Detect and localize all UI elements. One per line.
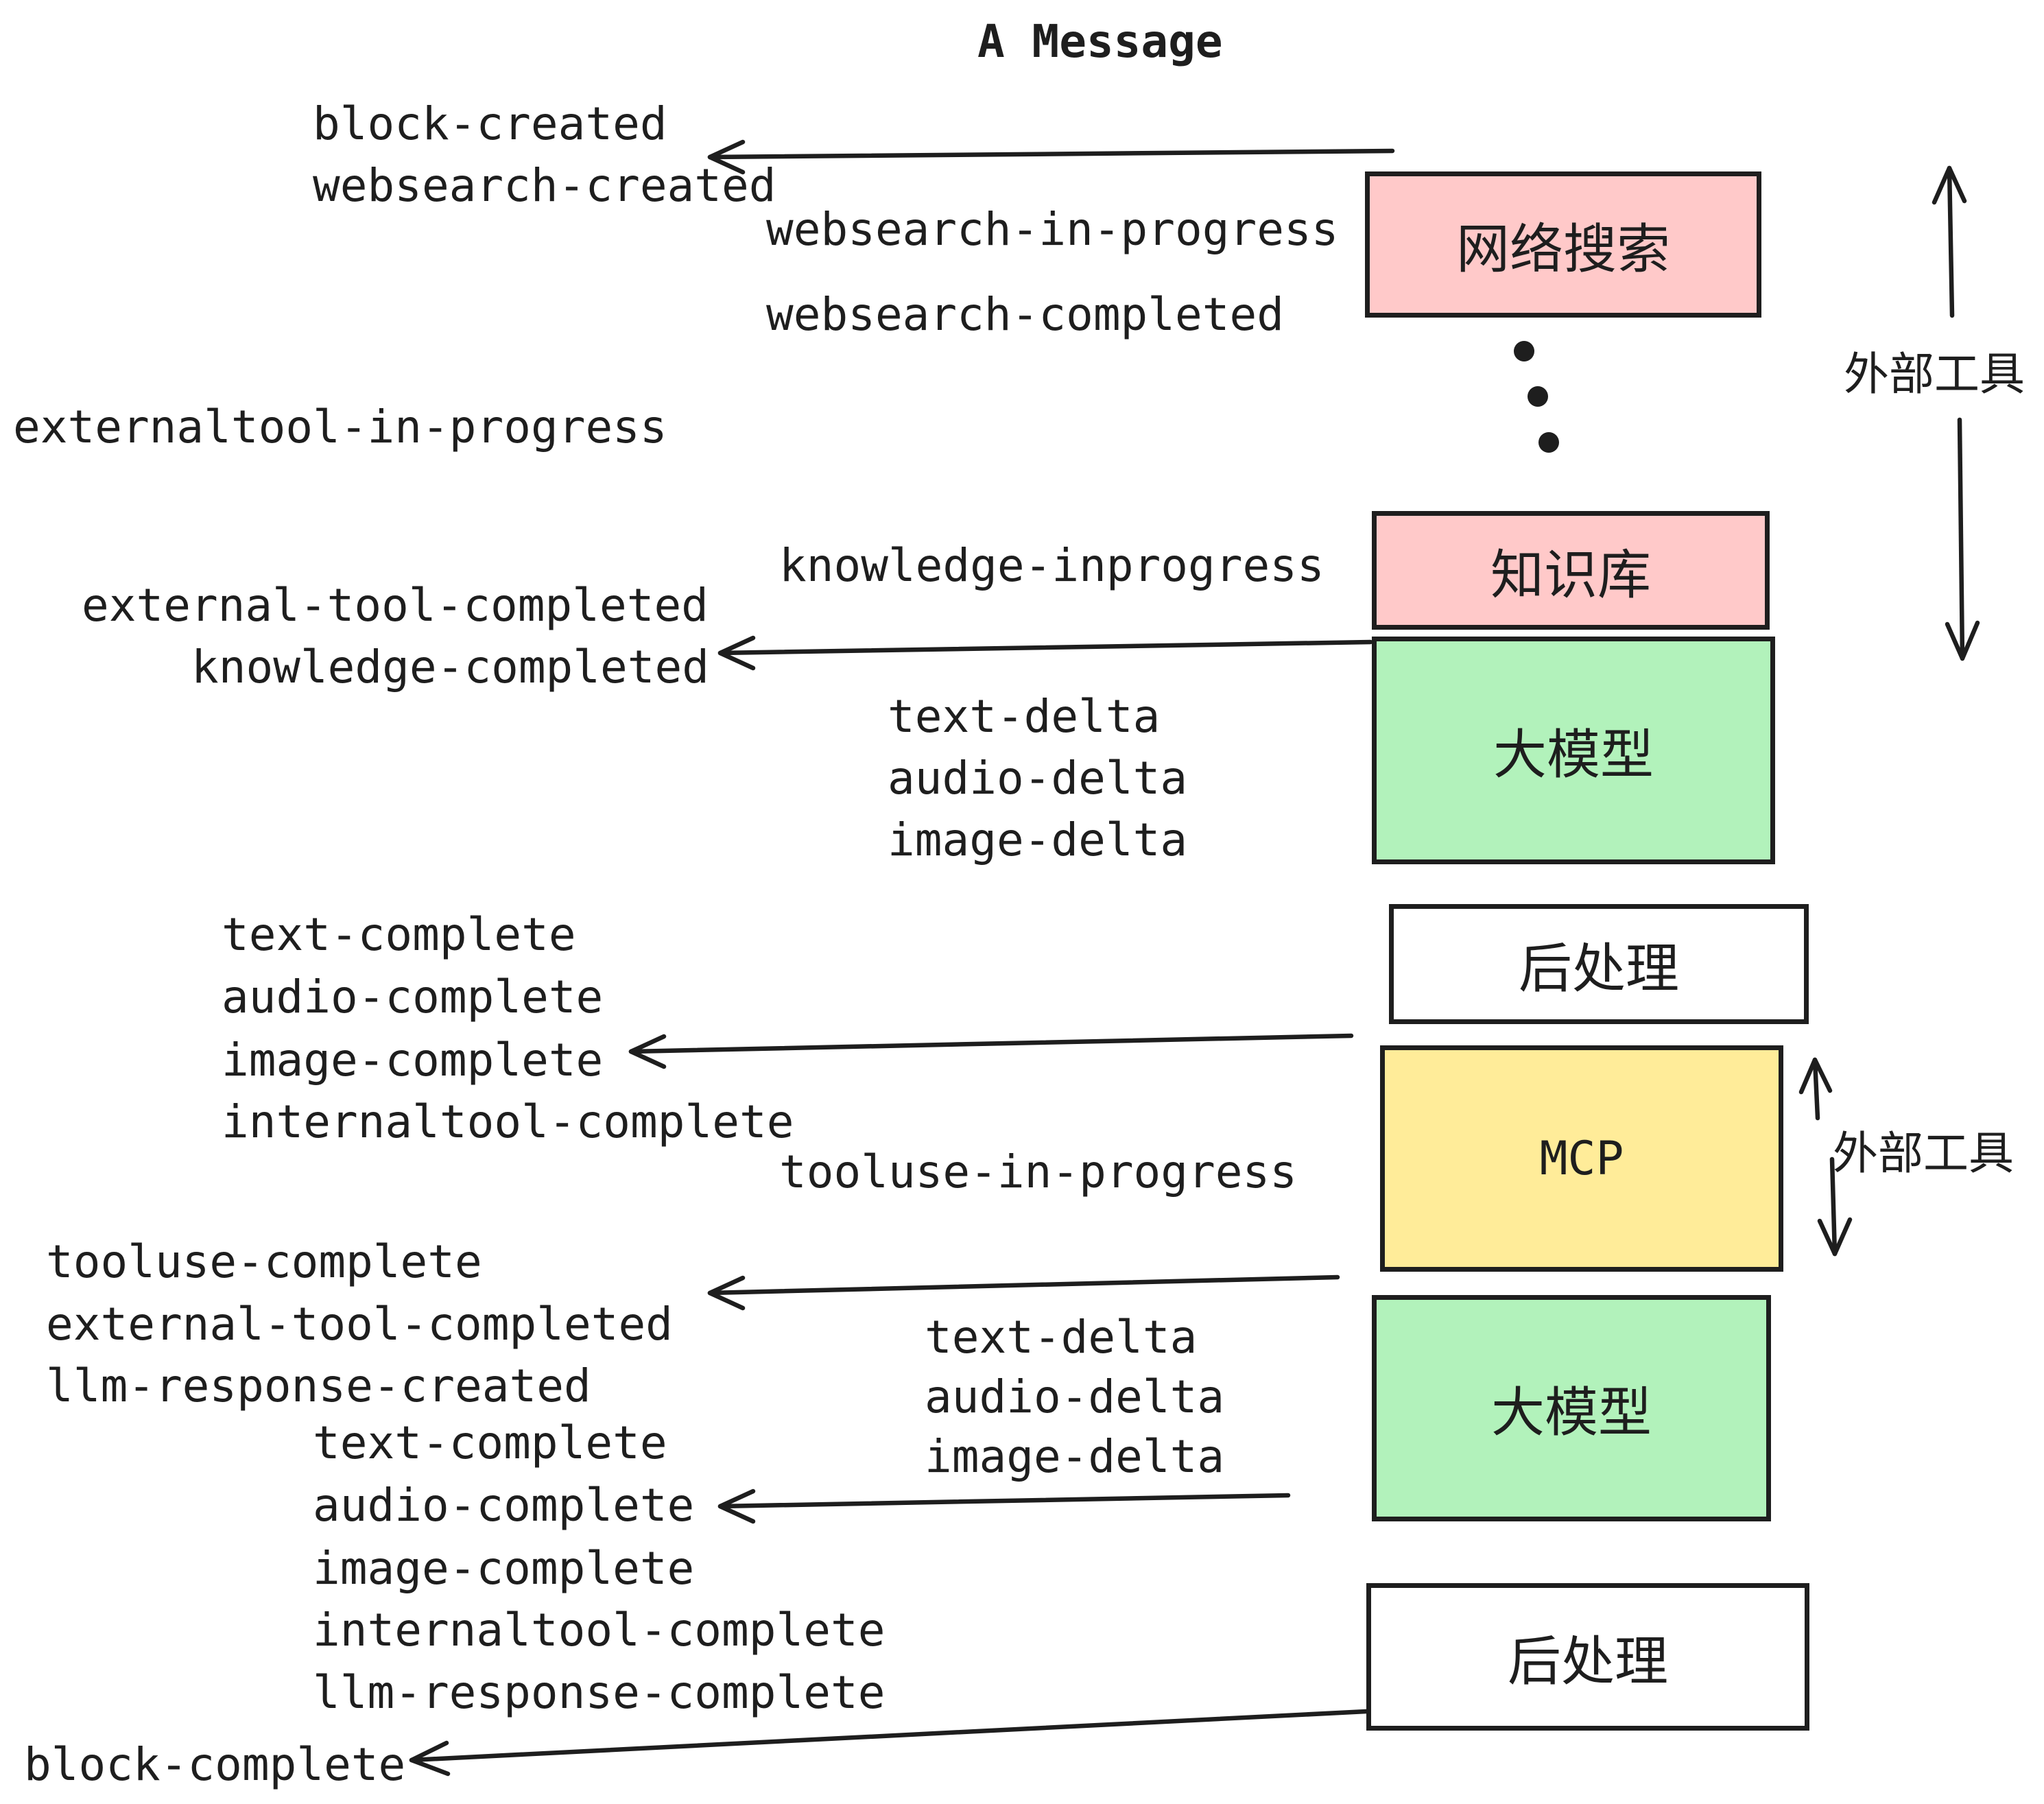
event-label-knowledge-completed: knowledge-completed — [191, 641, 709, 693]
arrow-to-image-complete — [628, 1033, 1354, 1069]
event-label-text-delta-2: text-delta — [925, 1311, 1198, 1364]
event-label-image-complete: image-complete — [222, 1034, 604, 1087]
event-label-text-complete-2: text-complete — [313, 1416, 667, 1469]
event-label-tooluse-complete: tooluse-complete — [46, 1235, 482, 1288]
node-mcp-label: MCP — [1539, 1131, 1624, 1186]
event-label-block-created: block-created — [313, 97, 667, 150]
event-label-llm-response-created: llm-response-created — [46, 1360, 591, 1412]
event-label-image-complete-2: image-complete — [313, 1542, 695, 1595]
node-llm-2: 大模型 — [1372, 1295, 1771, 1521]
event-label-llm-response-complete: llm-response-complete — [313, 1666, 886, 1719]
node-postprocess-2-label: 后处理 — [1507, 1630, 1668, 1693]
event-label-internaltool-complete-2: internaltool-complete — [313, 1604, 886, 1657]
event-label-external-tool-completed: external-tool-completed — [82, 579, 709, 632]
node-mcp: MCP — [1380, 1045, 1783, 1272]
event-label-tooluse-in-progress: tooluse-in-progress — [779, 1146, 1297, 1198]
external-tools-up-arrow-bottom — [1798, 1057, 1833, 1121]
event-label-text-delta: text-delta — [888, 690, 1161, 743]
event-label-image-delta-2: image-delta — [925, 1430, 1225, 1483]
external-tools-label-top: 外部工具 — [1844, 348, 2025, 401]
node-websearch-label: 网络搜索 — [1455, 218, 1670, 281]
event-label-websearch-completed: websearch-completed — [766, 288, 1284, 341]
event-label-audio-complete: audio-complete — [222, 971, 604, 1023]
external-tools-down-arrow-top — [1945, 417, 1980, 661]
node-llm-1: 大模型 — [1372, 637, 1775, 864]
event-label-audio-complete-2: audio-complete — [313, 1479, 695, 1532]
arrow-to-audio-complete — [717, 1488, 1291, 1524]
event-label-image-delta: image-delta — [888, 814, 1188, 866]
event-label-internaltool-complete: internaltool-complete — [222, 1095, 794, 1148]
node-knowledge-label: 知识库 — [1490, 544, 1651, 606]
external-tools-up-arrow-top — [1932, 165, 1967, 318]
node-postprocess-2: 后处理 — [1366, 1583, 1809, 1731]
event-label-external-tool-completed-2: external-tool-completed — [46, 1298, 673, 1351]
event-label-websearch-created: websearch-created — [313, 159, 776, 212]
arrow-to-block-created — [707, 139, 1395, 175]
arrow-to-external-tool-completed — [707, 1274, 1340, 1311]
node-llm-1-label: 大模型 — [1493, 724, 1654, 786]
event-label-websearch-in-progress: websearch-in-progress — [766, 203, 1339, 256]
external-tools-label-bottom: 外部工具 — [1833, 1127, 2014, 1180]
node-llm-2-label: 大模型 — [1490, 1382, 1652, 1444]
event-label-text-complete: text-complete — [222, 908, 576, 961]
node-websearch: 网络搜索 — [1365, 171, 1761, 318]
event-label-externaltool-in-progress: externaltool-in-progress — [13, 401, 667, 453]
node-postprocess-1-label: 后处理 — [1518, 938, 1679, 1000]
page-title: A Message — [977, 15, 1223, 68]
event-label-block-complete: block-complete — [24, 1738, 406, 1791]
ellipsis-dots — [1514, 341, 1559, 453]
event-label-knowledge-inprogress: knowledge-inprogress — [779, 539, 1324, 592]
arrow-to-knowledge-completed — [717, 635, 1373, 671]
node-knowledge: 知识库 — [1372, 511, 1770, 630]
event-label-audio-delta: audio-delta — [888, 752, 1188, 805]
event-label-audio-delta-2: audio-delta — [925, 1370, 1225, 1423]
node-postprocess-1: 后处理 — [1389, 904, 1809, 1024]
arrow-to-block-complete — [409, 1709, 1369, 1777]
